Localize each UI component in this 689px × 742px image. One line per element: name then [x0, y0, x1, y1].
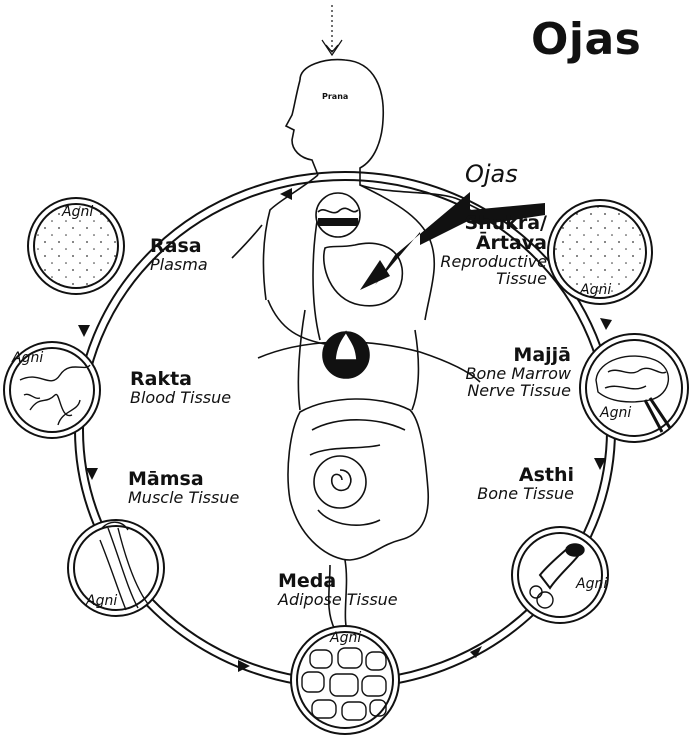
tissue-name-2: Ārtava [440, 234, 547, 254]
tissue-name: Majjā [466, 346, 571, 366]
tissue-label-rakta: Rakta Blood Tissue [130, 370, 231, 407]
prana-label: Prana [322, 92, 348, 101]
tissue-sub-2: Nerve Tissue [466, 383, 571, 400]
agni-label-asthi: Agni [576, 576, 607, 592]
ojas-arrow-label: Ojas [465, 160, 518, 188]
tissue-name: Asthi [477, 466, 574, 486]
tissue-label-meda: Meda Adipose Tissue [278, 572, 398, 609]
tissue-sub-2: Tissue [440, 271, 547, 288]
tissue-sub: Muscle Tissue [128, 490, 239, 507]
agni-label-shukra: Agni [580, 282, 611, 298]
tissue-sub: Adipose Tissue [278, 592, 398, 609]
body-orbs [314, 193, 369, 508]
tissue-label-asthi: Asthi Bone Tissue [477, 466, 574, 503]
tissue-sub: Bone Tissue [477, 486, 574, 503]
tissue-label-rasa: Rasa Plasma [150, 237, 208, 274]
tissue-label-shukra: Shukra/ Ārtava Reproductive Tissue [440, 214, 547, 287]
tissue-name: Rasa [150, 237, 208, 257]
agni-label-majja: Agni [600, 405, 631, 421]
tissue-name: Meda [278, 572, 398, 592]
tissue-label-majja: Majjā Bone Marrow Nerve Tissue [466, 346, 571, 400]
agni-label-meda: Agni [330, 630, 361, 646]
tissue-sub: Blood Tissue [130, 390, 231, 407]
tissue-name: Māmsa [128, 470, 239, 490]
agni-label-rakta: Agni [12, 350, 43, 366]
prana-arrow [322, 5, 342, 55]
agni-label-mamsa: Agni [86, 593, 117, 609]
tissue-name: Shukra/ [440, 214, 547, 234]
agni-label-rasa: Agni [62, 204, 93, 220]
tissue-name: Rakta [130, 370, 231, 390]
page-title: Ojas [531, 14, 641, 65]
tissue-label-mamsa: Māmsa Muscle Tissue [128, 470, 239, 507]
tissue-sub: Plasma [150, 257, 208, 274]
